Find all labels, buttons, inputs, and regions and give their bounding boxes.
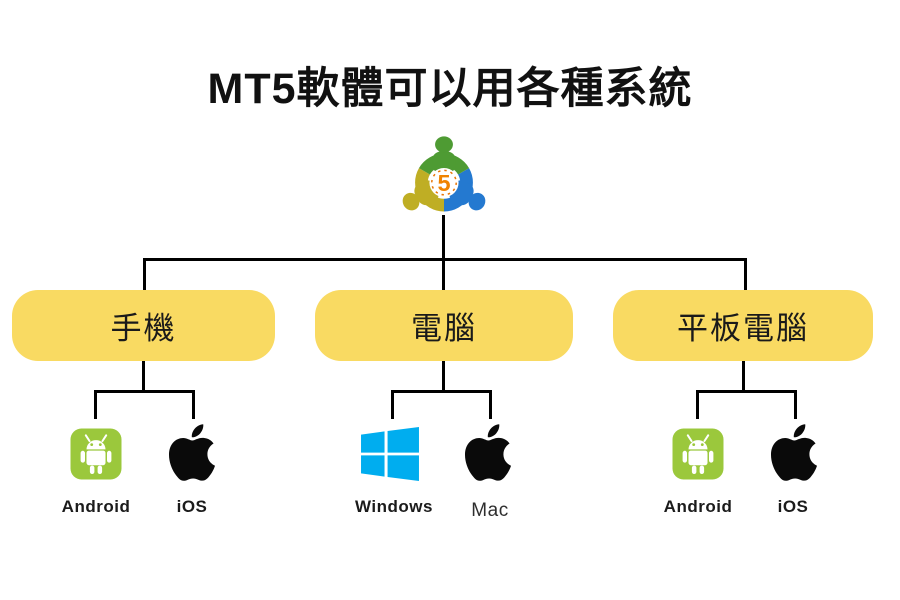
bracket-stem-middle (442, 361, 445, 392)
page-title: MT5軟體可以用各種系統 (207, 65, 693, 113)
platform-label-android: Android (61, 497, 131, 516)
category-box-computer: 電腦 (315, 290, 573, 361)
platform-label-android: Android (663, 497, 733, 516)
connector-drop-right (744, 258, 747, 292)
bracket-stem-left (142, 361, 145, 392)
android-icon (70, 428, 122, 480)
windows-icon (361, 427, 419, 481)
apple-icon (169, 424, 216, 481)
bracket-drop-middle-1 (391, 390, 394, 419)
platform-label-ios: iOS (777, 497, 809, 516)
mt5-logo-icon: 5 (397, 129, 491, 223)
category-label: 電腦 (411, 311, 477, 346)
platform-label-windows: Windows (355, 497, 433, 516)
category-label: 手機 (110, 311, 177, 346)
connector-horizontal-main (143, 258, 747, 261)
bracket-horizontal-middle (391, 390, 492, 393)
bracket-stem-right (742, 361, 745, 392)
category-box-tablet: 平板電腦 (613, 290, 873, 361)
logo-number: 5 (437, 170, 450, 196)
apple-icon (465, 424, 512, 481)
connector-drop-middle (442, 258, 445, 292)
bracket-drop-middle-2 (489, 390, 492, 419)
bracket-drop-left-1 (94, 390, 97, 419)
bracket-drop-right-1 (696, 390, 699, 419)
bracket-horizontal-right (696, 390, 797, 393)
platform-label-ios: iOS (176, 497, 208, 516)
android-icon (672, 428, 724, 480)
category-box-mobile: 手機 (12, 290, 275, 361)
category-label: 平板電腦 (677, 311, 809, 346)
connector-drop-left (143, 258, 146, 292)
bracket-horizontal-left (94, 390, 195, 393)
bracket-drop-right-2 (794, 390, 797, 419)
apple-icon (771, 424, 818, 481)
connector-stem-top (442, 215, 445, 260)
bracket-drop-left-2 (192, 390, 195, 419)
platform-label-mac: Mac (471, 500, 509, 521)
